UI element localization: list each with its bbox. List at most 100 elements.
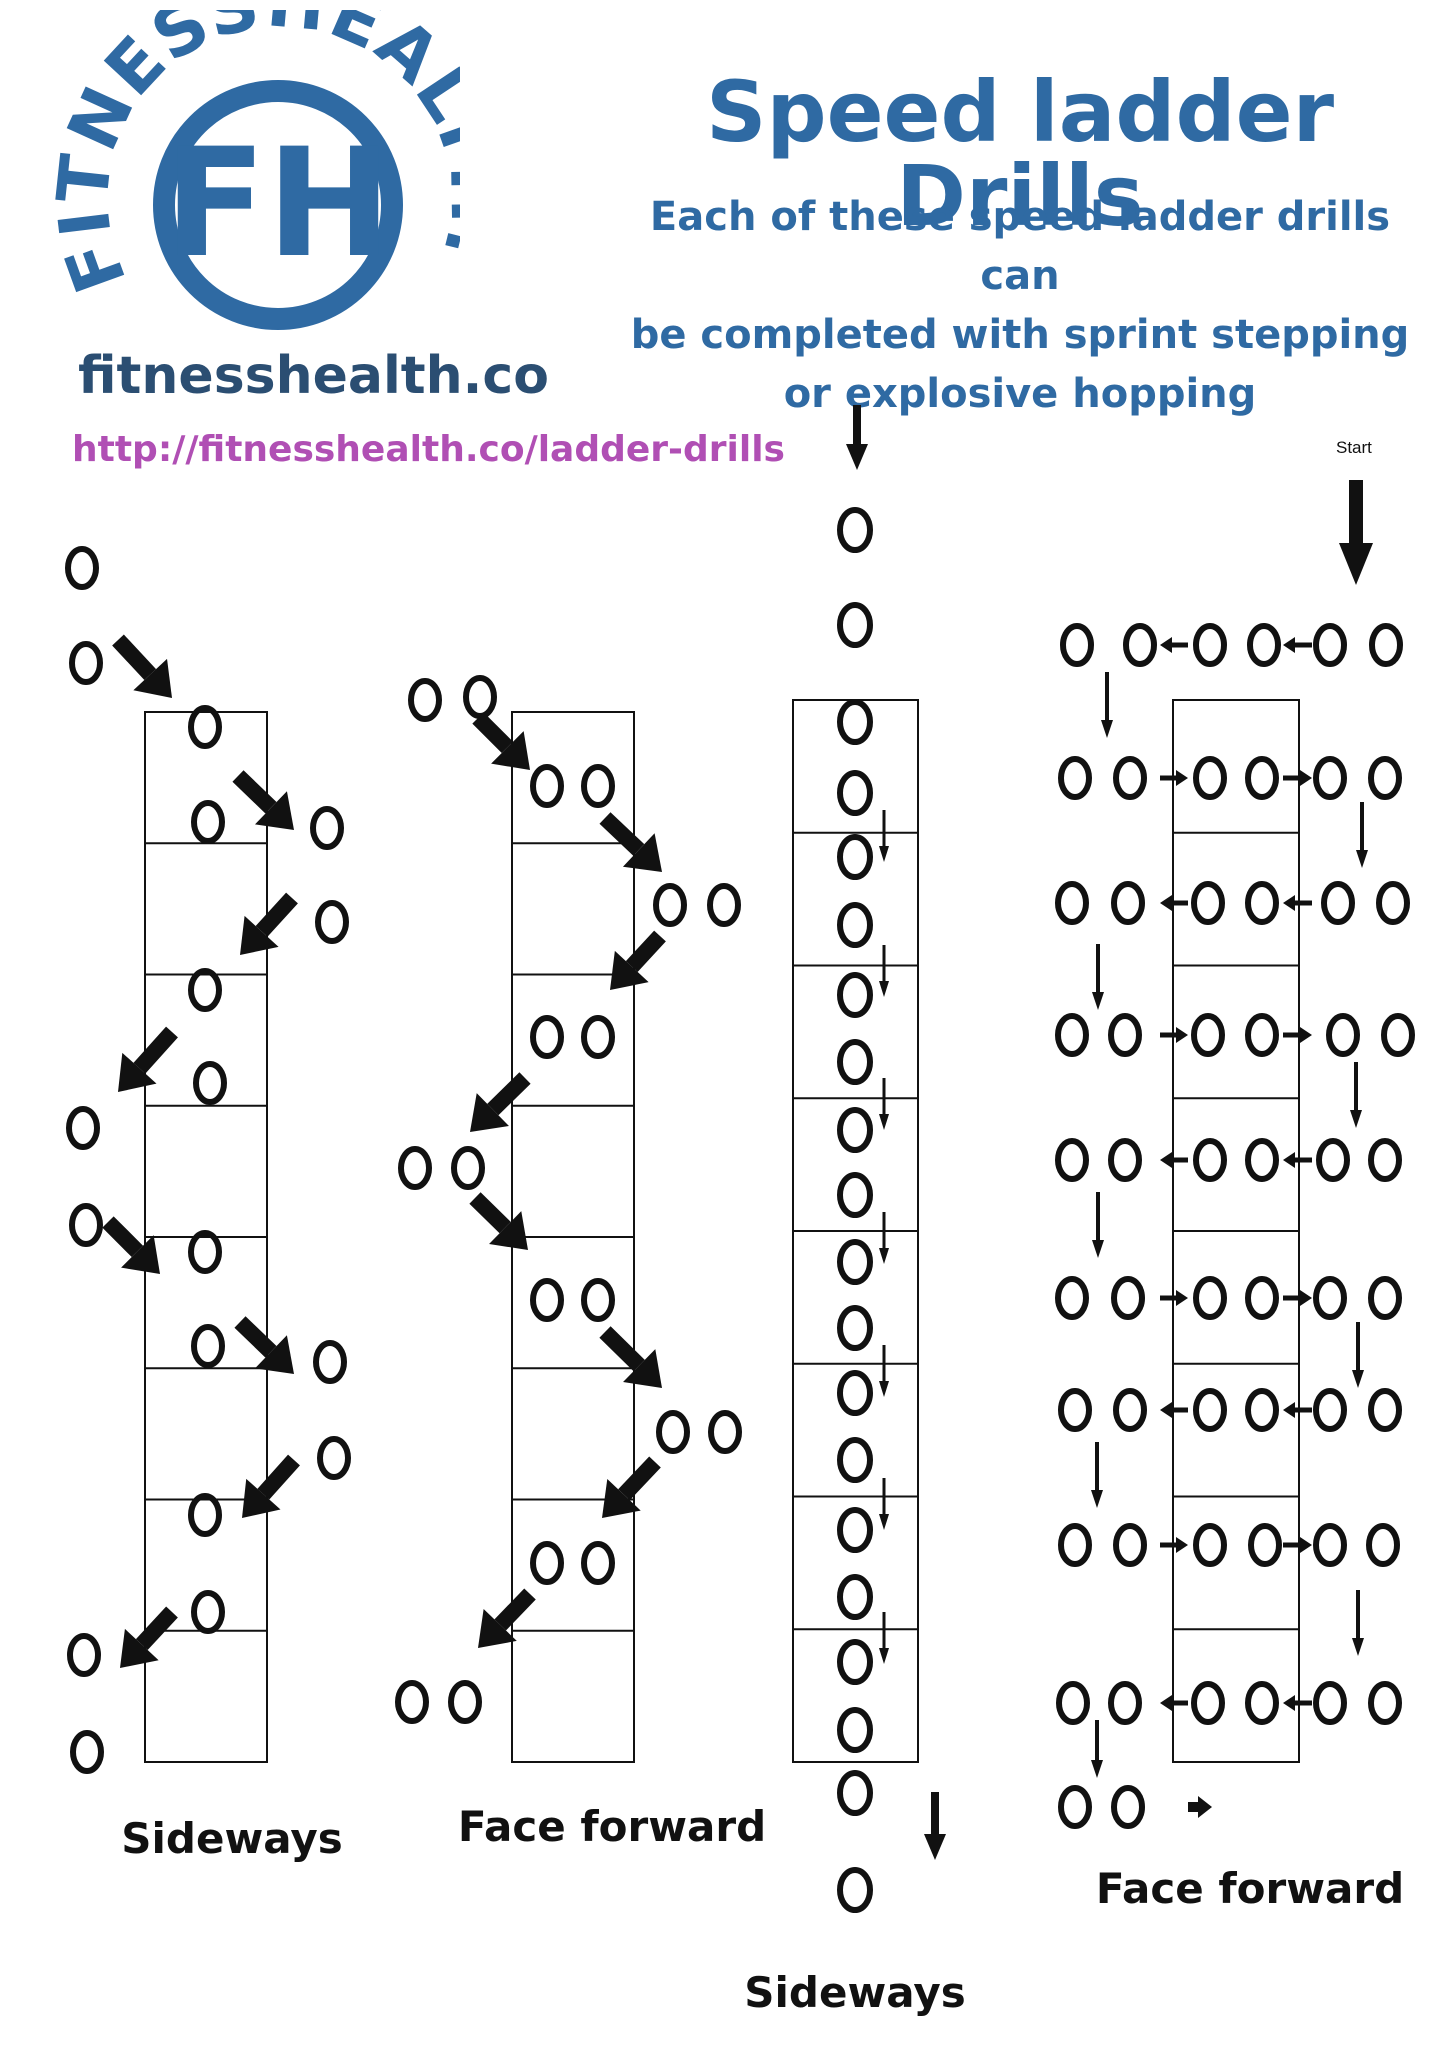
- subtitle-line: Each of these speed ladder drills can: [649, 194, 1391, 299]
- arrow-head: [120, 1628, 159, 1668]
- arrow-head: [879, 1248, 889, 1264]
- footprint: [191, 1590, 225, 1634]
- arrow-head: [1300, 1290, 1312, 1306]
- arrow-shaft: [133, 1026, 178, 1074]
- arrow-head: [254, 1335, 294, 1374]
- ladders: [144, 699, 1300, 1763]
- footprint: [708, 1410, 742, 1454]
- arrow-head: [879, 846, 889, 862]
- page-title: Speed ladder Drills: [705, 63, 1335, 245]
- arrow-shaft: [599, 1326, 645, 1372]
- footprint: [837, 1707, 873, 1753]
- arrow-shaft: [257, 1454, 300, 1500]
- arrow-head: [1176, 770, 1188, 786]
- footprint: [837, 834, 873, 880]
- footprint: [656, 1410, 690, 1454]
- footprint: [1055, 1138, 1089, 1182]
- footprint: [837, 602, 873, 648]
- footprint: [463, 675, 497, 719]
- footprint: [65, 546, 99, 590]
- footprint: [1193, 623, 1227, 667]
- footprint: [193, 1061, 227, 1105]
- arrow-head: [879, 1648, 889, 1664]
- arrow-head: [1352, 1370, 1364, 1388]
- arrow-head: [879, 1514, 889, 1530]
- footprint: [837, 1867, 873, 1913]
- arrow-head: [478, 1608, 517, 1648]
- arrow-head: [1176, 1537, 1188, 1553]
- footprint: [1245, 756, 1279, 800]
- footprint: [188, 1230, 222, 1274]
- footprint: [1111, 1276, 1145, 1320]
- footprint: [1321, 881, 1355, 925]
- arrow-head: [1300, 1027, 1312, 1043]
- arrow-head: [1283, 637, 1295, 653]
- direction-arrows: [102, 405, 1373, 1860]
- arrow-head: [240, 915, 279, 955]
- footprint: [1055, 881, 1089, 925]
- footprint: [1193, 1523, 1227, 1567]
- footprint: [1058, 756, 1092, 800]
- footprint: [1193, 1276, 1227, 1320]
- footprint: [1368, 756, 1402, 800]
- footprint: [1245, 881, 1279, 925]
- arrow-head: [1176, 1290, 1188, 1306]
- footprint: [1108, 1681, 1142, 1725]
- footprint: [837, 507, 873, 553]
- footprint: [1313, 623, 1347, 667]
- arrow-head: [1350, 1110, 1362, 1128]
- footprint: [837, 699, 873, 745]
- drill-url-link[interactable]: http://fitnesshealth.co/ladder-drills: [72, 429, 785, 470]
- arrow-head: [1300, 1537, 1312, 1553]
- footprint: [69, 1203, 103, 1247]
- footprint: [1313, 756, 1347, 800]
- logo-emblem: FITNESSHEALTH.CO FH: [9, 0, 515, 330]
- arrow-shaft: [472, 712, 514, 754]
- subtitle-line: be completed with sprint stepping: [630, 312, 1410, 358]
- footprint: [1108, 1138, 1142, 1182]
- footprint: [837, 1172, 873, 1218]
- footprint: [451, 1146, 485, 1190]
- footprint: [1245, 1681, 1279, 1725]
- drill-1-caption: Sideways: [121, 1814, 343, 1863]
- footprint: [530, 1278, 564, 1322]
- arrow-head: [1160, 1695, 1172, 1711]
- arrow-head: [1339, 543, 1373, 585]
- footprint: [837, 770, 873, 816]
- footprint: [1245, 1138, 1279, 1182]
- footprint: [1113, 756, 1147, 800]
- arrow-head: [1160, 895, 1172, 911]
- arrow-head: [491, 731, 530, 770]
- arrow-head: [470, 1093, 509, 1132]
- footprint: [188, 1493, 222, 1537]
- footprint: [1193, 1388, 1227, 1432]
- arrow-head: [1160, 637, 1172, 653]
- arrow-head: [1283, 1695, 1295, 1711]
- footprint: [581, 1541, 615, 1585]
- footprint: [837, 972, 873, 1018]
- arrow-head: [1176, 1027, 1188, 1043]
- page-subtitle: Each of these speed ladder drills can be…: [620, 188, 1420, 424]
- arrow-head: [846, 444, 868, 470]
- footprint: [1368, 1388, 1402, 1432]
- arrow-head: [879, 1381, 889, 1397]
- arrow-head: [121, 1235, 160, 1274]
- arrow-shaft: [112, 634, 157, 681]
- footprint: [69, 641, 103, 685]
- footprint: [1316, 1138, 1350, 1182]
- arrow-head: [879, 981, 889, 997]
- footprint: [837, 1437, 873, 1483]
- footprint: [837, 1507, 873, 1553]
- footprint: [310, 806, 344, 850]
- footprint: [1368, 1681, 1402, 1725]
- footprint: [1191, 1681, 1225, 1725]
- footprint: [313, 1340, 347, 1384]
- footprint: [837, 1370, 873, 1416]
- arrow-shaft: [255, 892, 298, 937]
- start-label: Start: [1336, 438, 1372, 457]
- footprint: [1111, 1785, 1145, 1829]
- footprint: [1368, 1138, 1402, 1182]
- drill-4-caption: Face forward: [1095, 1864, 1405, 1913]
- footprint: [1193, 756, 1227, 800]
